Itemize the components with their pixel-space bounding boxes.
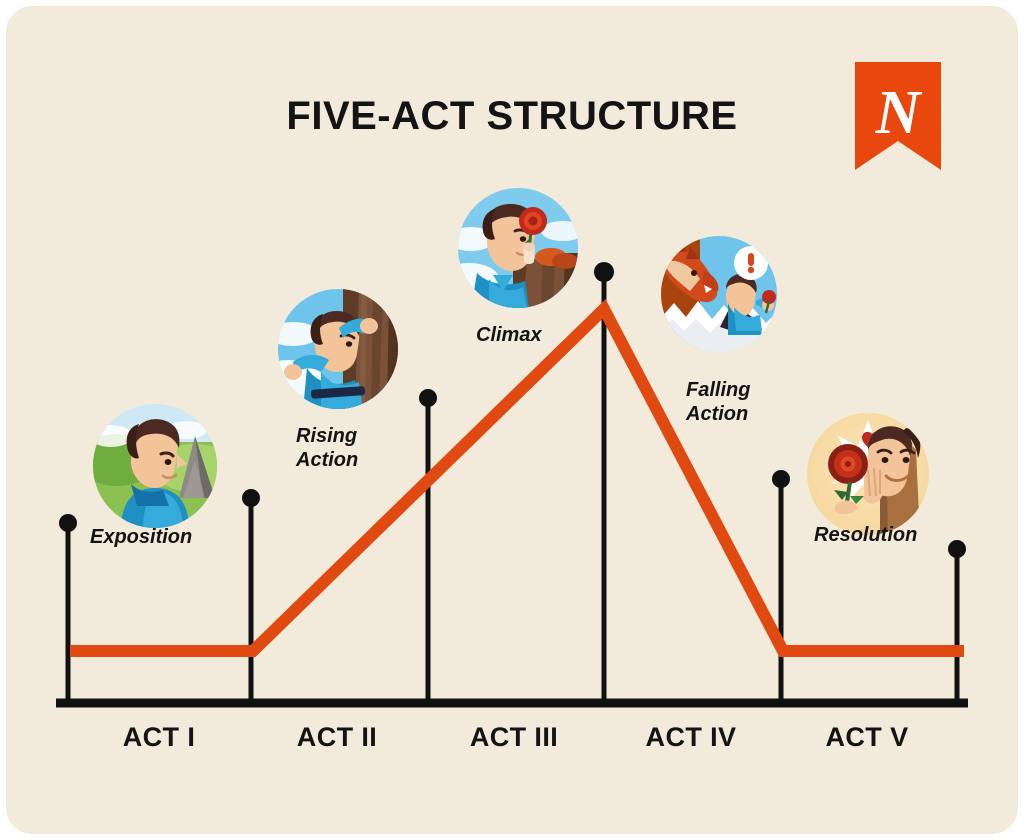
act-label-2: ACT II: [296, 722, 378, 752]
act-label-1: ACT I: [122, 722, 196, 752]
page-title: FIVE-ACT STRUCTURE: [286, 94, 738, 138]
logo-letter: N: [875, 79, 923, 147]
stage-label-rising-action: Rising Action: [296, 425, 359, 472]
five-act-structure-chart: [56, 262, 968, 708]
tension-arc-line: [70, 299, 964, 657]
act-label-4: ACT IV: [645, 722, 737, 752]
act-divider-stems: [59, 262, 966, 703]
stage-label-climax: Climax: [476, 324, 542, 346]
stage-label-falling-action: Falling Action: [686, 379, 751, 426]
climax-illustration: [457, 187, 579, 309]
marker-resolution: [948, 540, 966, 558]
infographic-card: FIVE-ACT STRUCTURE N: [6, 6, 1018, 834]
marker-exposition: [59, 514, 77, 532]
marker-climax-approach: [419, 389, 437, 407]
falling-action-illustration: [660, 235, 778, 353]
marker-climax: [594, 262, 614, 282]
marker-act4-act5: [772, 470, 790, 488]
act-label-3: ACT III: [469, 722, 559, 752]
act-label-5: ACT V: [825, 722, 909, 752]
rising-action-illustration: [277, 288, 399, 410]
resolution-illustration: [806, 412, 930, 536]
exposition-illustration: [91, 402, 219, 530]
stage-label-resolution: Resolution: [814, 524, 918, 546]
marker-act1-act2: [242, 489, 260, 507]
stage-label-exposition: Exposition: [90, 526, 193, 548]
bookmark-logo[interactable]: N: [849, 55, 947, 177]
bookmark-ribbon-icon: [855, 62, 941, 170]
